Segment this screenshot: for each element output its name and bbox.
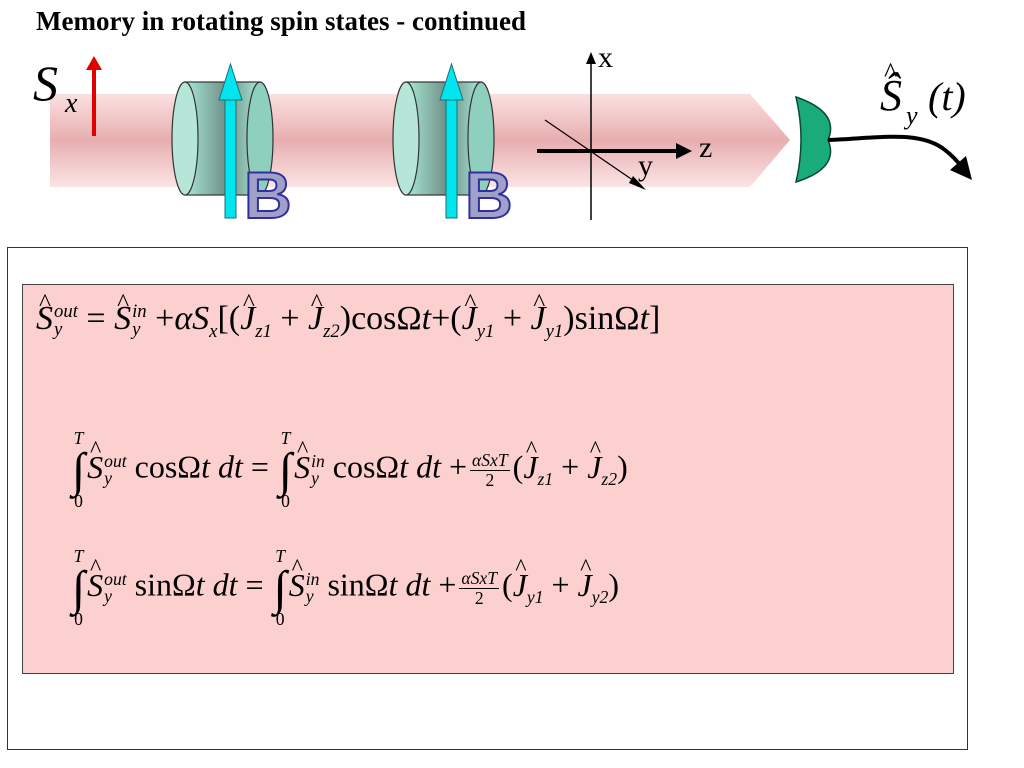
field-label-2: B xyxy=(465,158,513,232)
equation-box xyxy=(22,284,954,674)
equation-2: T∫0Souty cosΩt dt = T∫0Siny cosΩt dt +αS… xyxy=(70,429,628,511)
output-label: Ŝ xyxy=(880,71,902,120)
field-arrow-1 xyxy=(218,62,243,219)
input-label-sub: x xyxy=(64,88,78,119)
output-label-arg: (t) xyxy=(928,74,966,119)
vapor-cell-1 xyxy=(171,81,274,196)
input-spin-arrowhead xyxy=(86,56,102,70)
vapor-cell-2 xyxy=(392,81,495,196)
detector xyxy=(794,95,832,184)
page-title: Memory in rotating spin states - continu… xyxy=(36,6,526,36)
output-signal-line xyxy=(827,134,968,174)
output-signal-arrowhead xyxy=(950,156,972,180)
field-label-1: B xyxy=(244,158,292,232)
axis-y-label: y xyxy=(638,149,653,182)
coordinate-axes xyxy=(537,52,692,220)
axis-x-label: x xyxy=(598,41,613,74)
field-arrow-2 xyxy=(439,62,464,219)
input-label: S xyxy=(33,55,58,111)
output-hat: ^ xyxy=(884,58,897,89)
output-label-sub: y xyxy=(903,101,918,130)
axis-z-label: z xyxy=(699,131,712,164)
experiment-diagram: S x B B x y z Ŝ ^ y (t) xyxy=(33,41,972,233)
equation-3: T∫0Souty sinΩt dt = T∫0Siny sinΩt dt +αS… xyxy=(70,547,619,629)
